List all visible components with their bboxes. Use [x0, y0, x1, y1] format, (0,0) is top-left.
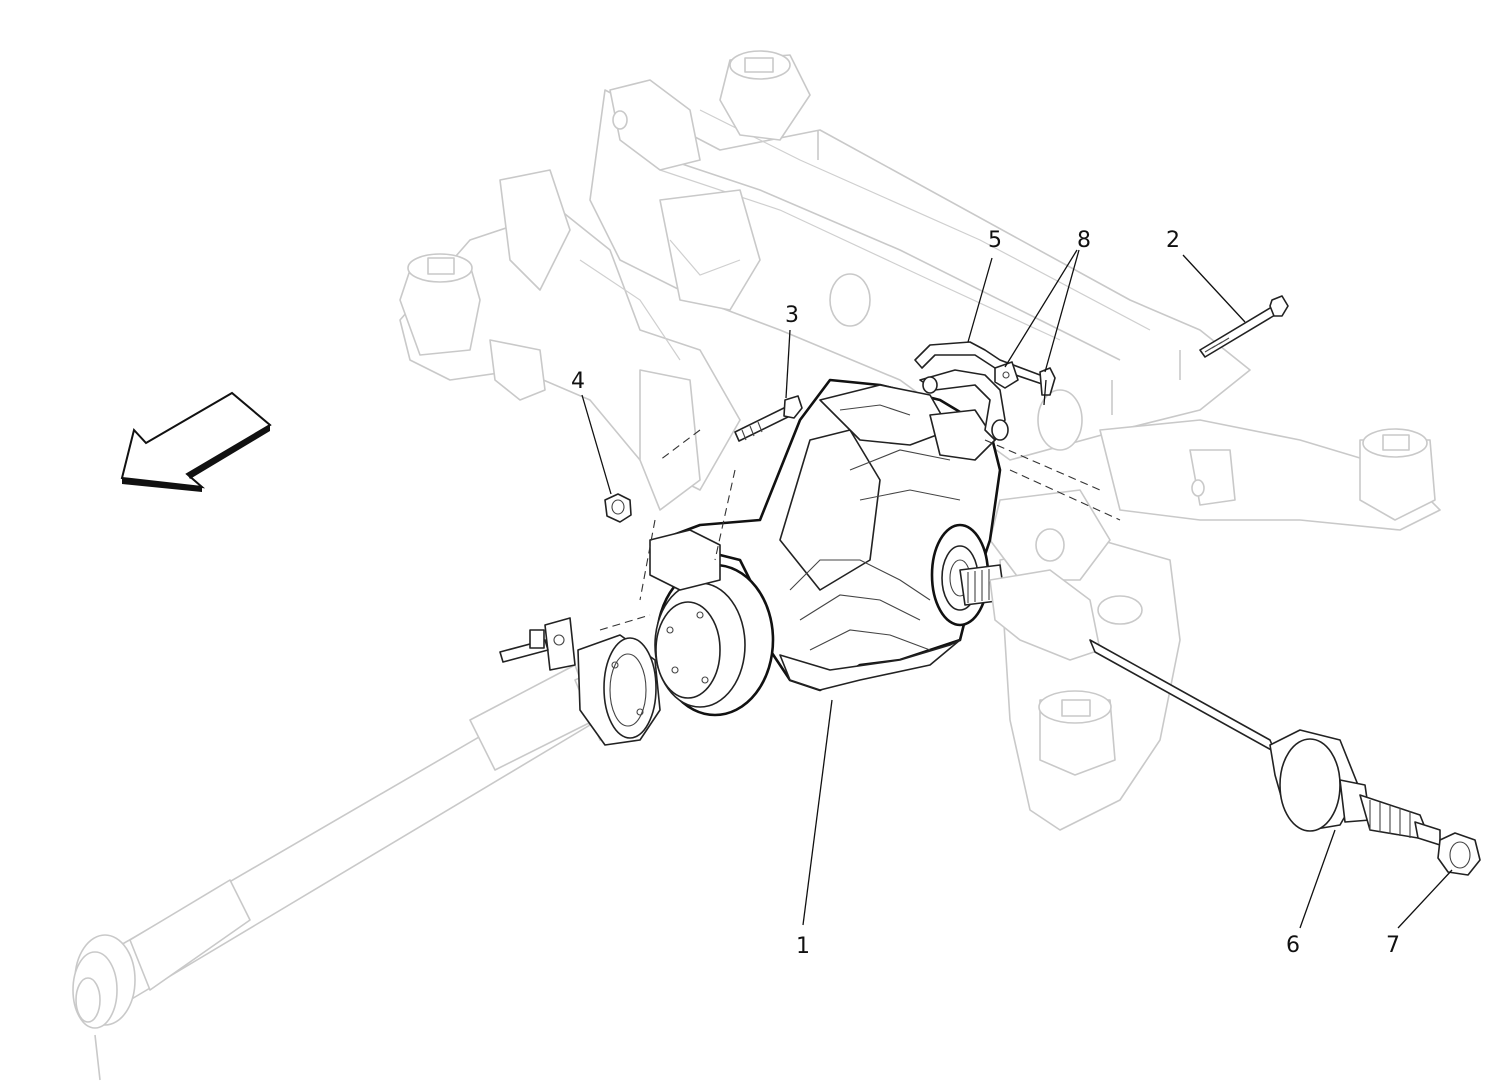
- arrow-left-icon: [120, 391, 272, 492]
- leader-lines: [581, 249, 1453, 929]
- callout-labels: 1 2 3 4 5 6 7 8: [571, 228, 1400, 959]
- callout-5: 5: [988, 228, 1002, 253]
- callout-4: 4: [571, 369, 585, 394]
- mounting-nut: [604, 493, 632, 523]
- callout-7: 7: [1386, 933, 1400, 958]
- axle-nut: [1437, 832, 1481, 876]
- mounting-bolt: [734, 395, 803, 442]
- callout-2: 2: [1166, 228, 1180, 253]
- long-bolt: [1199, 295, 1289, 358]
- rear-differential: [599, 378, 1121, 717]
- callout-6: 6: [1286, 933, 1300, 958]
- pipe-clips: [994, 361, 1056, 406]
- propeller-shaft: [72, 639, 649, 1081]
- callout-8: 8: [1077, 228, 1091, 253]
- axle-shaft: [959, 564, 1441, 846]
- shaft-flange: [499, 617, 661, 746]
- rear-subframe: [399, 50, 1441, 831]
- callout-3: 3: [785, 303, 799, 328]
- callout-1: 1: [796, 934, 810, 959]
